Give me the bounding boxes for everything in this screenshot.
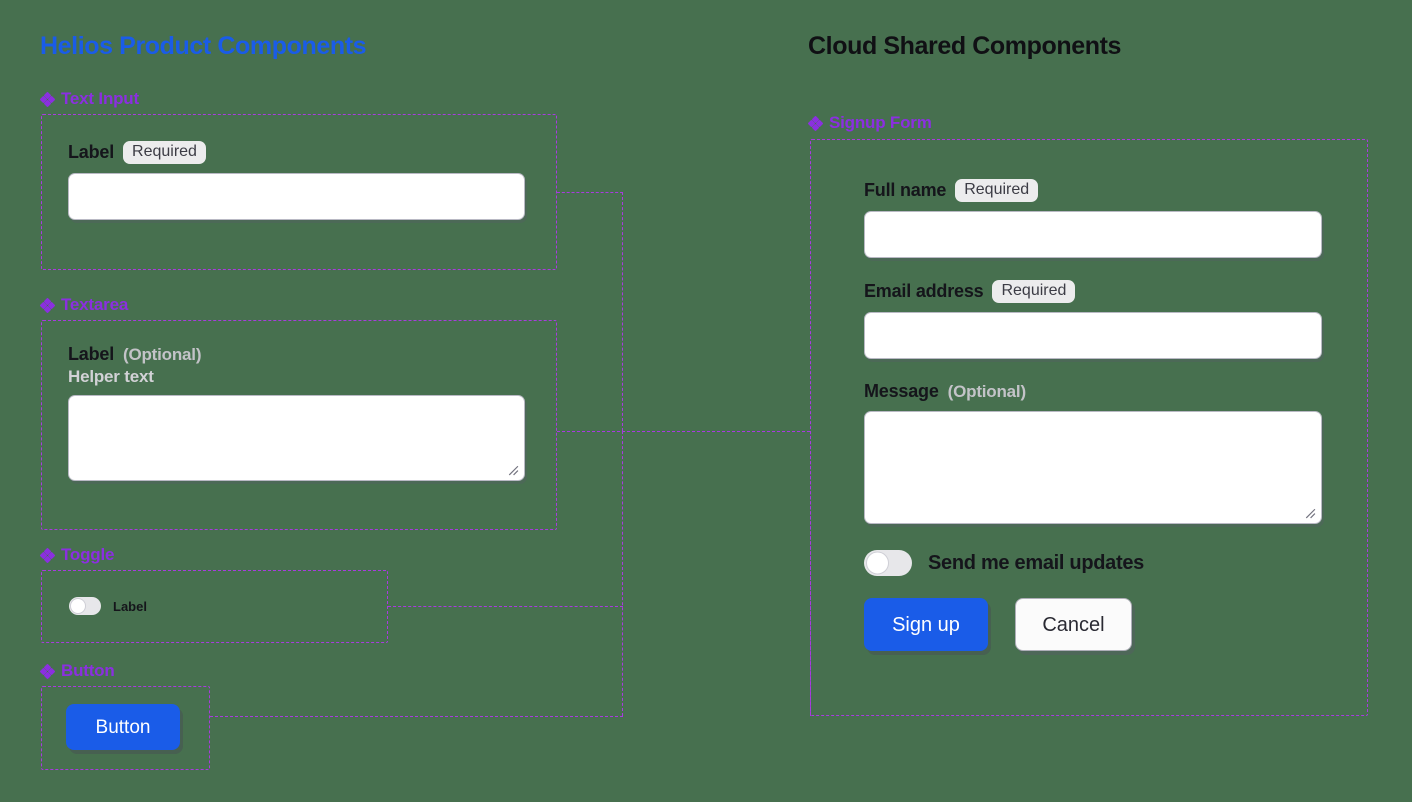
email-updates-label: Send me email updates (928, 551, 1144, 574)
section-header-toggle: Toggle (40, 545, 114, 565)
email-field[interactable] (864, 312, 1322, 359)
status-badge-required: Required (992, 280, 1076, 303)
cancel-button[interactable]: Cancel (1015, 598, 1132, 651)
button-primary-demo[interactable]: Button (66, 704, 180, 750)
form-actions: Sign up Cancel (864, 598, 1322, 651)
connector-text-input-horizontal (557, 192, 623, 193)
section-label-signup-form: Signup Form (829, 113, 932, 132)
field-label: Label (68, 142, 115, 162)
message-field[interactable] (864, 411, 1322, 524)
component-diamond-icon (808, 115, 823, 131)
label-row-text-input: Label Required (68, 141, 528, 164)
connector-trunk-lower (622, 431, 623, 716)
field-label: Message (864, 381, 939, 401)
frame-signup-form: Full name Required Email address Require… (810, 139, 1368, 716)
label-row-textarea: Label (Optional) (68, 344, 528, 365)
optional-tag: (Optional) (123, 344, 202, 364)
sign-up-button[interactable]: Sign up (864, 598, 988, 651)
optional-tag: (Optional) (947, 381, 1026, 401)
label-row-full-name: Full name Required (864, 179, 1322, 202)
frame-textarea: Label (Optional) Helper text (41, 320, 557, 530)
field-label: Full name (864, 180, 947, 200)
toggle-row: Label (69, 597, 147, 615)
status-badge-required: Required (123, 141, 206, 164)
frame-toggle: Label (41, 570, 388, 643)
toggle-knob (70, 598, 86, 614)
email-updates-toggle[interactable] (864, 550, 912, 576)
email-updates-toggle-row: Send me email updates (864, 550, 1322, 576)
toggle-switch[interactable] (69, 597, 101, 615)
component-diamond-icon (40, 547, 55, 563)
connector-trunk-upper (622, 192, 623, 431)
section-label-toggle: Toggle (61, 545, 115, 564)
full-name-field[interactable] (864, 211, 1322, 258)
section-label-button: Button (61, 661, 115, 680)
label-row-message: Message (Optional) (864, 381, 1322, 402)
helper-text: Helper text (68, 367, 154, 386)
section-header-button: Button (40, 661, 115, 681)
frame-button: Button (41, 686, 210, 770)
page-title-cloud: Cloud Shared Components (808, 32, 1122, 60)
section-header-textarea: Textarea (40, 295, 128, 315)
component-diamond-icon (40, 91, 55, 107)
section-label-text-input: Text Input (61, 89, 139, 108)
label-row-email: Email address Required (864, 280, 1322, 303)
connector-toggle-horizontal (388, 606, 623, 607)
textarea-field[interactable] (68, 395, 525, 481)
section-header-text-input: Text Input (40, 89, 139, 109)
field-label: Email address (864, 281, 984, 301)
section-label-textarea: Textarea (61, 295, 129, 314)
connector-button-horizontal (210, 716, 623, 717)
component-diamond-icon (40, 297, 55, 313)
toggle-knob (866, 551, 889, 575)
frame-text-input: Label Required (41, 114, 557, 270)
connector-main-horizontal (557, 431, 810, 432)
text-input-field[interactable] (68, 173, 525, 220)
page-title-helios: Helios Product Components (40, 32, 367, 60)
component-diamond-icon (40, 663, 55, 679)
field-label: Label (68, 344, 115, 364)
toggle-label: Label (113, 598, 147, 614)
section-header-signup-form: Signup Form (808, 113, 932, 133)
status-badge-required: Required (955, 179, 1039, 202)
